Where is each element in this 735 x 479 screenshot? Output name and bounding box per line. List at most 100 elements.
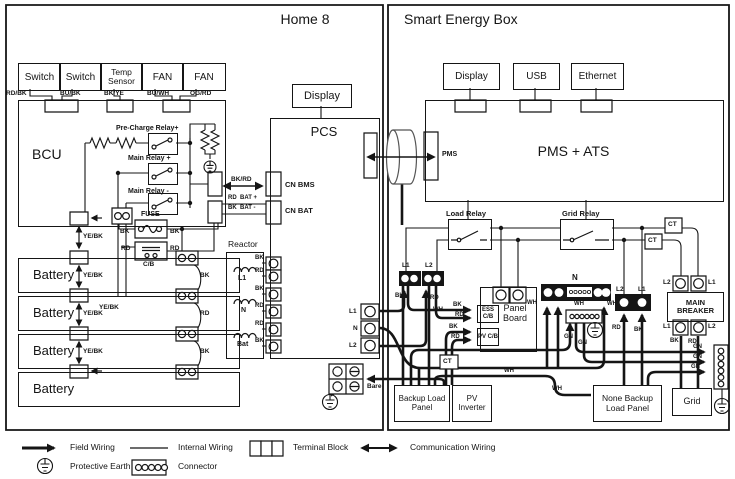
wire-label: RD (451, 334, 460, 340)
wire-label: WH (504, 368, 514, 374)
communication-wiring-legend-label: Communication Wiring (410, 442, 496, 452)
battery-1-box: Battery (18, 258, 240, 293)
wire-label: WH (574, 301, 584, 307)
wire-label: YE/BK (83, 310, 103, 317)
wire-label: BK (449, 324, 458, 330)
breaker-terminal-label: L2 (663, 279, 671, 286)
cn-bat-label: CN BAT (285, 206, 313, 215)
ess-cb-box: ESS C/B (477, 305, 499, 323)
terminal-label: L2 (425, 262, 433, 269)
grid-relay-box (560, 219, 614, 250)
wire-label: OG/RD (190, 90, 212, 97)
terminal-label: L1 (638, 286, 646, 293)
wire-label: BK (395, 293, 404, 299)
pcs-box (270, 118, 380, 359)
seb-display-box: Display (443, 63, 500, 90)
wire-label: BK (200, 348, 210, 355)
terminal-label: L1 (402, 262, 410, 269)
wire-label: WH (433, 307, 443, 313)
ct-label: CT (443, 358, 452, 365)
wire-label: BK (634, 327, 643, 333)
wire-label: BK/RD (231, 176, 252, 183)
battery-3-box: Battery (18, 334, 240, 369)
wire-label: RD (430, 295, 439, 301)
wire-label: WH (607, 301, 617, 307)
wire-label: WH (552, 386, 562, 392)
wire-label: BK BAT - (228, 205, 256, 211)
wire-label: RD (255, 268, 264, 274)
home-panel-title: Home 8 (280, 11, 330, 27)
fan-1-box: FAN (141, 63, 184, 91)
wire-label: GN (691, 364, 700, 370)
bcu-box (18, 100, 226, 227)
wire-label: GN (564, 334, 573, 340)
home-panel-border (6, 5, 383, 430)
breaker-terminal-label: L1 (663, 323, 671, 330)
battery-4-box: Battery (18, 372, 240, 407)
switch-1-box: Switch (18, 63, 61, 91)
wire-label: GN (693, 354, 702, 360)
wire-label: YE/BK (83, 233, 103, 240)
wire-label: RD (688, 339, 697, 345)
bare-label: Bare (367, 383, 382, 390)
bare-terminal (329, 364, 363, 394)
wire-label: BK (453, 302, 462, 308)
terminal-bars (399, 271, 651, 311)
pv-cb-box: PV C/B (477, 328, 499, 346)
wire-label: BU/BK (60, 90, 81, 97)
wire-label: BK (255, 255, 264, 261)
none-backup-load-panel-box: None Backup Load Panel (593, 385, 662, 422)
wire-label: WH (527, 300, 537, 306)
panel-board-label: Panel Board (502, 303, 528, 323)
field-wiring-legend-label: Field Wiring (70, 442, 115, 452)
wire-label: RD (170, 245, 180, 252)
panel-board-box (480, 287, 537, 352)
main-breaker-box: MAIN BREAKER (667, 292, 724, 322)
wire-label: GN (693, 344, 702, 350)
wire-label: RD (200, 310, 210, 317)
pcs-terminal-label: N (353, 325, 358, 332)
battery-2-box: Battery (18, 296, 240, 331)
wire-label: BK (120, 228, 130, 235)
wire-label: GN (578, 340, 587, 346)
wire-label: RD (255, 303, 264, 309)
wire-label: RD (455, 312, 464, 318)
pre-charge-relay-label: Pre-Charge Relay+ (116, 125, 179, 132)
wire-label: RD (612, 325, 621, 331)
wire-label: RD (121, 245, 131, 252)
usb-box: USB (513, 63, 560, 90)
ethernet-box: Ethernet (571, 63, 624, 90)
main-relay-plus-label: Main Relay + (128, 155, 171, 162)
n-bar-label: N (572, 273, 578, 282)
temp-sensor-box: Temp Sensor (100, 63, 143, 91)
seb-panel-title: Smart Energy Box (404, 11, 518, 27)
grid-relay-label: Grid Relay (562, 209, 600, 218)
wire-label: BU/WH (147, 90, 170, 97)
reactor-coil-label: L1 (238, 275, 247, 282)
backup-load-panel-box: Backup Load Panel (394, 385, 450, 422)
ct-label: CT (668, 221, 677, 228)
wire-label: BK (255, 338, 264, 344)
grid-box: Grid (672, 388, 712, 416)
junction-dots (115, 140, 645, 243)
main-relay-plus-box (148, 163, 178, 185)
wire-label: RD (255, 321, 264, 327)
pcs-terminal-label: L1 (349, 308, 357, 315)
reactor-coil-label: N (241, 307, 247, 314)
breaker-terminal-label: L1 (708, 279, 716, 286)
protective-earth-legend-label: Protective Earth (70, 461, 131, 471)
wire-label: YE/BK (83, 348, 103, 355)
wire-label: RD BAT + (228, 195, 258, 201)
pv-inverter-box: PV Inverter (452, 385, 492, 422)
fuse-box (135, 220, 167, 238)
cn-bms-label: CN BMS (285, 180, 315, 189)
wire-label: YE/BK (99, 304, 119, 311)
terminal-block-legend-label: Terminal Block (293, 442, 349, 452)
terminal-label: L2 (616, 286, 624, 293)
cn-bat-connector (266, 201, 281, 224)
pms-ats-box (425, 100, 724, 202)
fan-2-box: FAN (182, 63, 226, 91)
wire-label: BK/YE (104, 90, 124, 97)
pms-ats-label: PMS + ATS (537, 143, 610, 159)
